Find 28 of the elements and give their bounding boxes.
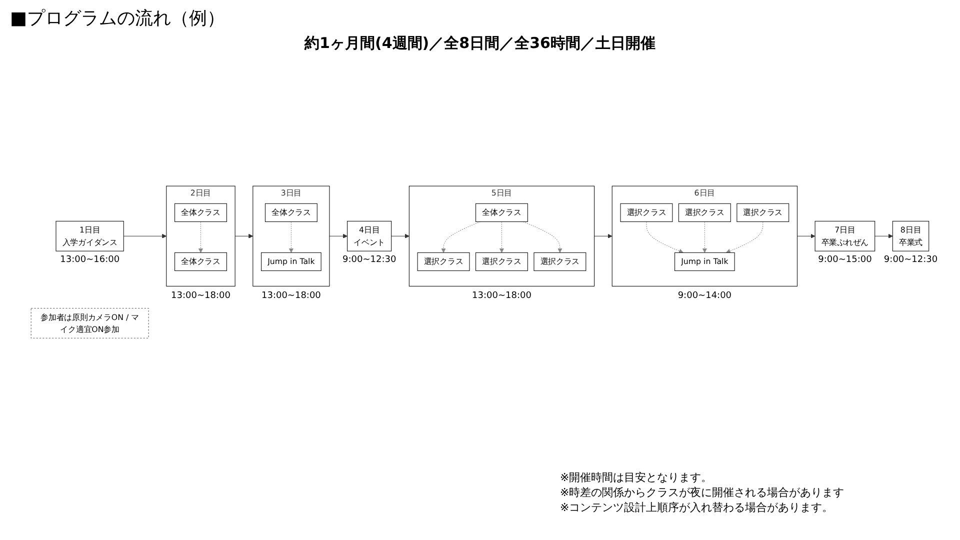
arrow (198, 222, 204, 254)
time-range: 13:00~18:00 (472, 290, 532, 301)
footnote: ※コンテンツ設計上順序が入れ替わる場合があります。 (560, 500, 834, 515)
arrow (726, 222, 764, 254)
time-range: 9:00~12:30 (342, 255, 396, 266)
arrow (391, 234, 410, 239)
time-range: 13:00~16:00 (60, 255, 120, 266)
time-range: 13:00~18:00 (171, 290, 230, 301)
diagram-title: ■プログラムの流れ（例） (10, 7, 226, 30)
period-heading: 約1ヶ月間(4週間)／全8日間／全36時間／土日開催 (304, 34, 656, 53)
arrow (441, 222, 481, 254)
arrow (499, 222, 504, 254)
arrow (702, 222, 707, 254)
arrow (123, 234, 167, 239)
arrow (288, 222, 294, 254)
footnote: ※時差の関係からクラスが夜に開催される場合があります (560, 485, 844, 500)
time-range: 9:00~15:00 (818, 255, 872, 266)
arrow (797, 234, 816, 239)
footnote: ※開催時間は目安となります。 (560, 470, 714, 485)
arrow (329, 234, 348, 239)
arrow (874, 234, 893, 239)
time-range: 13:00~18:00 (262, 290, 321, 301)
time-range: 9:00~14:00 (678, 290, 732, 301)
arrow (522, 222, 562, 254)
arrow (646, 222, 684, 254)
arrow (594, 234, 612, 239)
arrow (234, 234, 254, 239)
time-range: 9:00~12:30 (884, 255, 938, 266)
